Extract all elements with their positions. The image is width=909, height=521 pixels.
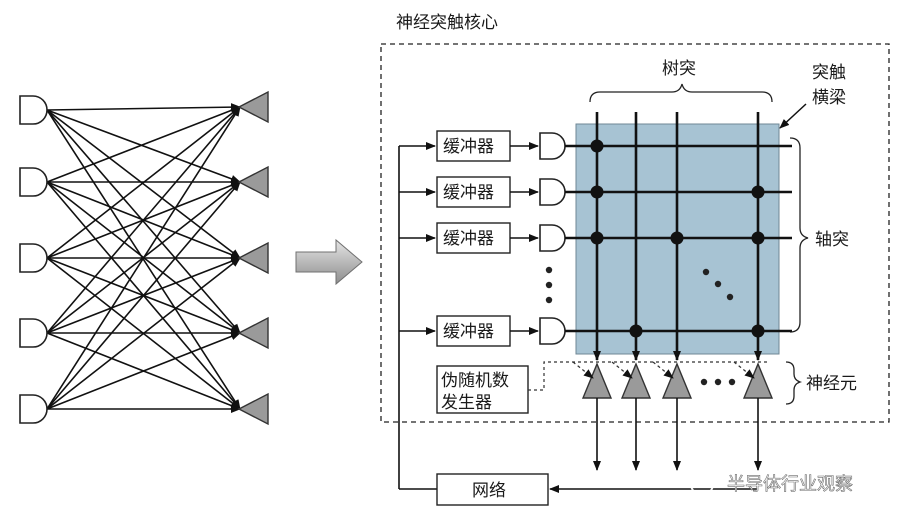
watermark-text: 半导体行业观察 bbox=[727, 474, 853, 495]
neuron-node-icon bbox=[237, 241, 269, 275]
synapse-dot bbox=[751, 324, 765, 338]
neuron-triangle-icon bbox=[742, 362, 774, 399]
axon-gate-icon bbox=[539, 317, 566, 345]
synapse-dot bbox=[751, 185, 765, 199]
feedback-loop bbox=[398, 146, 437, 490]
prng-label-line2: 发生器 bbox=[441, 393, 492, 413]
chat-bubble-icon bbox=[690, 472, 714, 496]
axon-gate-icon bbox=[539, 224, 566, 252]
axon-gate-icon bbox=[539, 178, 566, 206]
connection-edge bbox=[46, 181, 241, 410]
synapse-connections bbox=[590, 139, 765, 338]
connection-edge bbox=[46, 106, 241, 183]
connection-edge bbox=[46, 109, 241, 183]
dendrite-column bbox=[620, 112, 652, 471]
connection-edge bbox=[46, 109, 241, 259]
neuron-node-icon bbox=[237, 392, 269, 426]
axon-node-icon bbox=[19, 95, 48, 125]
horizontal-ellipsis bbox=[700, 378, 736, 386]
neuron-triangle-icon bbox=[620, 362, 652, 399]
buffer-box bbox=[436, 176, 511, 208]
connection-edge bbox=[46, 106, 241, 334]
prng-feed-arrow bbox=[733, 361, 755, 379]
buffer-row: 缓冲器 bbox=[399, 315, 792, 347]
neurons-brace bbox=[785, 361, 803, 405]
synapse-dot bbox=[629, 324, 643, 338]
axons-brace bbox=[789, 137, 809, 333]
connection-edge bbox=[46, 332, 241, 410]
buffer-box bbox=[436, 130, 511, 162]
network-label: 网络 bbox=[472, 481, 506, 501]
transform-arrow-icon bbox=[295, 238, 363, 286]
prng-feed-line bbox=[528, 361, 768, 391]
synapse-dot bbox=[590, 139, 604, 153]
buffer-label: 缓冲器 bbox=[443, 183, 494, 203]
prng-feed-arrow bbox=[572, 361, 594, 379]
fully-connected-network bbox=[19, 90, 269, 426]
output-neuron-nodes bbox=[237, 90, 269, 426]
vertical-ellipsis bbox=[545, 266, 553, 304]
axon-node-icon bbox=[19, 167, 48, 197]
input-axon-nodes bbox=[19, 95, 48, 424]
neuron-triangle-icon bbox=[661, 362, 693, 399]
connection-edge bbox=[46, 106, 241, 259]
buffer-label: 缓冲器 bbox=[443, 229, 494, 249]
network-box bbox=[436, 473, 549, 506]
chat-bubble-icon bbox=[703, 468, 723, 488]
synapse-dot bbox=[670, 231, 684, 245]
buffer-box bbox=[436, 222, 511, 254]
buffer-label: 缓冲器 bbox=[443, 137, 494, 157]
axon-node-icon bbox=[19, 394, 48, 424]
core-boundary bbox=[380, 43, 890, 423]
synapse-dot bbox=[590, 231, 604, 245]
buffer-box bbox=[436, 315, 511, 347]
watermark: 半导体行业观察 bbox=[690, 468, 853, 496]
buffer-row: 缓冲器 bbox=[399, 130, 792, 162]
prng-feed-arrow bbox=[652, 361, 674, 379]
neuron-triangle-icon bbox=[581, 362, 613, 399]
connection-edge bbox=[46, 257, 241, 410]
core-title: 神经突触核心 bbox=[396, 13, 498, 33]
crossbar-label-line2: 横梁 bbox=[812, 88, 846, 108]
prng-random-feed bbox=[528, 361, 768, 391]
axon-node-icon bbox=[19, 318, 48, 348]
dendrite-columns bbox=[581, 112, 774, 471]
crossbar-label-line1: 突触 bbox=[812, 63, 846, 83]
connection-edge bbox=[46, 103, 241, 112]
axon-node-icon bbox=[19, 243, 48, 273]
prng-feed-arrow bbox=[611, 361, 633, 379]
prng-box bbox=[436, 365, 529, 414]
buffer-row: 缓冲器 bbox=[399, 222, 792, 254]
axon-gate-icon bbox=[539, 132, 566, 160]
dendrites-label: 树突 bbox=[662, 59, 696, 79]
synapse-dot bbox=[590, 185, 604, 199]
connection-edge bbox=[46, 109, 241, 410]
axons-label: 轴突 bbox=[815, 230, 849, 250]
diagonal-ellipsis bbox=[702, 268, 734, 301]
synapse-dot bbox=[751, 231, 765, 245]
connection-edge bbox=[46, 109, 241, 334]
prng-label-line1: 伪随机数 bbox=[441, 371, 509, 391]
network-connections bbox=[46, 103, 241, 413]
buffer-label: 缓冲器 bbox=[443, 322, 494, 342]
crossbar-pointer-arrow bbox=[779, 103, 807, 129]
connection-edge bbox=[46, 106, 241, 410]
dendrites-brace bbox=[589, 83, 773, 103]
neurons-label: 神经元 bbox=[806, 374, 857, 394]
neuron-node-icon bbox=[237, 316, 269, 350]
neuron-node-icon bbox=[237, 90, 269, 124]
neuron-node-icon bbox=[237, 165, 269, 199]
